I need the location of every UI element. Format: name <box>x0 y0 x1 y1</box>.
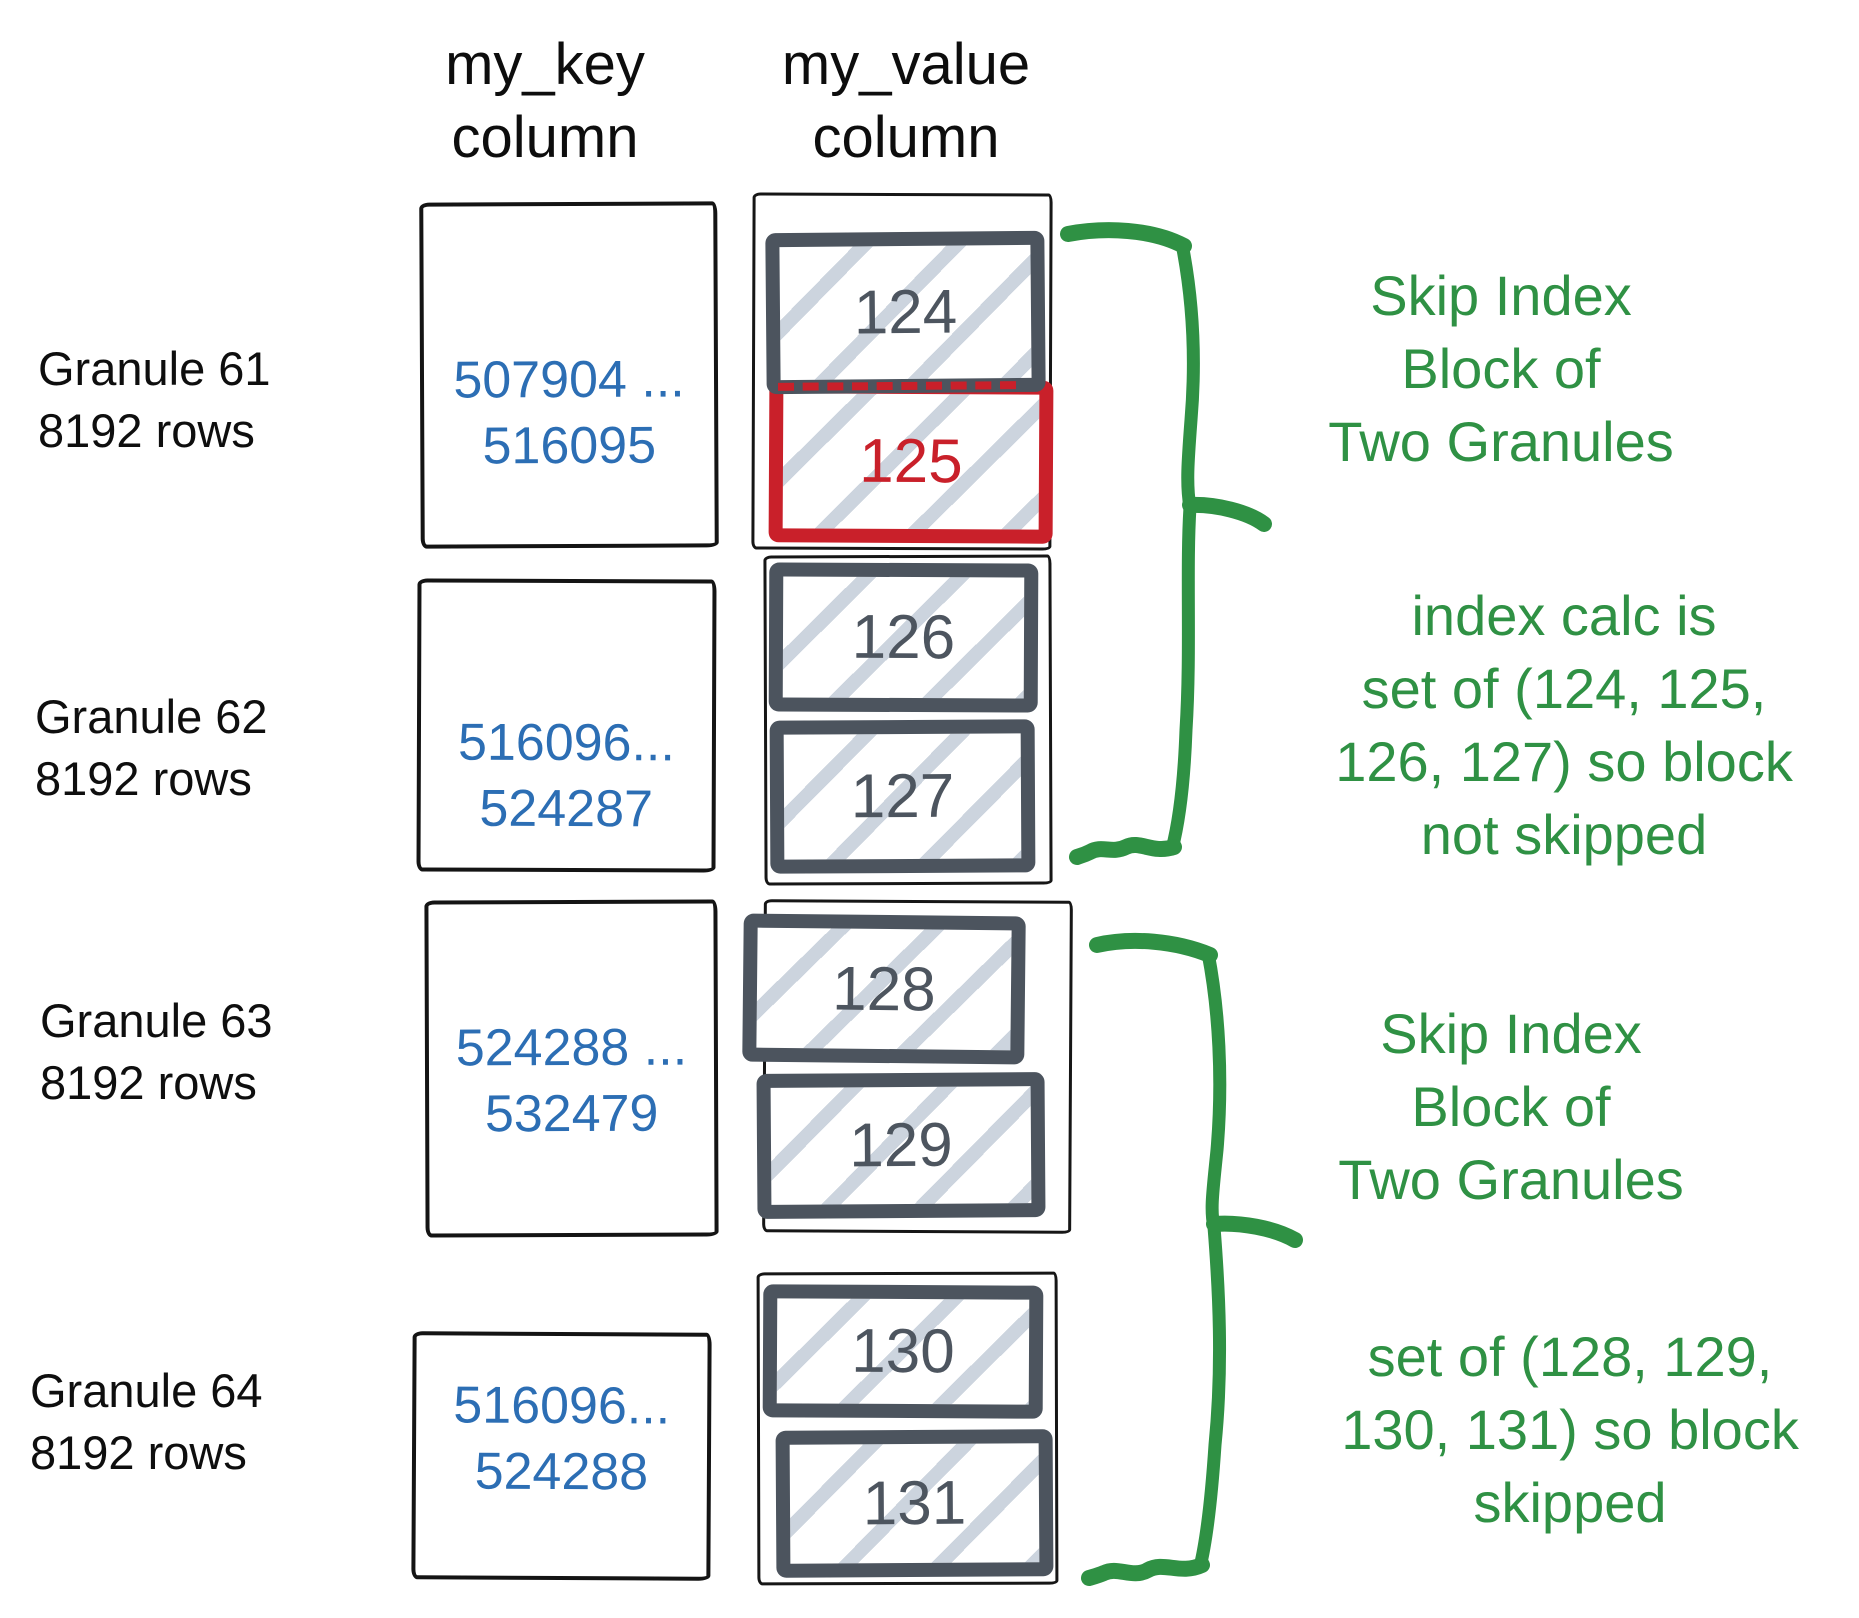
annotation-line: Two Granules <box>1328 410 1674 473</box>
my-value-column-header: my_value column <box>756 28 1056 174</box>
brace-icon-bottom-hook <box>1081 1557 1210 1586</box>
brace-icon-top-hook <box>1069 837 1182 865</box>
key-range-end: 524287 <box>479 779 654 839</box>
granule-63-label: Granule 63 8192 rows <box>40 990 273 1114</box>
value-block-126: 126 <box>768 562 1039 713</box>
brace-icon-top-bar <box>1060 222 1192 254</box>
annotation-line: set of (124, 125, <box>1361 657 1767 720</box>
my-key-column-header: my_key column <box>395 28 695 174</box>
key-range-start: 516096... <box>453 1376 671 1436</box>
value-block-128: 128 <box>742 913 1026 1065</box>
granule-name: Granule 63 <box>40 994 273 1047</box>
key-range: 507904 ... 516095 <box>424 346 715 479</box>
granule-64-label: Granule 64 8192 rows <box>30 1360 263 1484</box>
value-block-129: 129 <box>756 1071 1046 1220</box>
annotation-line: 126, 127) so block <box>1335 730 1793 793</box>
granule-rows: 8192 rows <box>38 404 255 457</box>
granule-61-label: Granule 61 8192 rows <box>38 338 271 462</box>
granule-name: Granule 61 <box>38 342 271 395</box>
annotation-line: index calc is <box>1411 584 1717 647</box>
annotation-line: Block of <box>1411 1075 1611 1138</box>
header-line: column <box>451 105 639 170</box>
annotation-skip-index-block-1: Skip Index Block of Two Granules <box>1201 259 1801 478</box>
header-line: my_key <box>445 32 645 97</box>
annotation-line: Skip Index <box>1380 1002 1642 1065</box>
red-dashed-edge <box>777 381 1017 391</box>
header-line: column <box>812 105 1000 170</box>
key-range: 516096... 524287 <box>421 709 712 842</box>
block-number: 127 <box>850 761 955 832</box>
key-box-granule-63: 524288 ... 532479 <box>424 899 719 1238</box>
annotation-line: Skip Index <box>1370 264 1632 327</box>
granule-name: Granule 64 <box>30 1364 263 1417</box>
annotation-not-skipped: index calc is set of (124, 125, 126, 127… <box>1284 579 1844 871</box>
key-box-granule-62: 516096... 524287 <box>416 578 717 873</box>
granule-name: Granule 62 <box>35 690 268 743</box>
annotation-line: skipped <box>1473 1471 1667 1534</box>
block-number: 130 <box>851 1316 955 1387</box>
brace-icon-bottom-cusp <box>1206 1215 1303 1248</box>
value-block-130: 130 <box>762 1284 1044 1419</box>
value-block-131: 131 <box>775 1429 1054 1578</box>
block-number: 131 <box>862 1468 967 1539</box>
key-range: 516096... 524288 <box>416 1372 708 1506</box>
annotation-skipped: set of (128, 129, 130, 131) so block ski… <box>1290 1320 1850 1539</box>
annotation-line: Block of <box>1401 337 1601 400</box>
value-block-127: 127 <box>769 719 1036 874</box>
granule-rows: 8192 rows <box>30 1426 247 1479</box>
key-range: 524288 ... 532479 <box>429 1015 714 1148</box>
block-number: 126 <box>851 602 956 673</box>
granule-rows: 8192 rows <box>40 1056 257 1109</box>
header-line: my_value <box>781 32 1031 97</box>
key-range-end: 532479 <box>484 1084 659 1144</box>
block-number: 125 <box>859 426 963 497</box>
annotation-line: 130, 131) so block <box>1341 1398 1799 1461</box>
key-box-granule-61: 507904 ... 516095 <box>419 201 719 549</box>
value-block-124: 124 <box>765 230 1046 395</box>
annotation-skip-index-block-2: Skip Index Block of Two Granules <box>1211 997 1811 1216</box>
annotation-line: not skipped <box>1420 803 1708 866</box>
annotation-line: Two Granules <box>1338 1148 1684 1211</box>
key-range-start: 524288 ... <box>455 1018 688 1078</box>
key-range-start: 516096... <box>457 713 675 773</box>
granule-rows: 8192 rows <box>35 752 252 805</box>
key-range-start: 507904 ... <box>453 350 685 410</box>
block-number: 128 <box>831 953 937 1025</box>
brace-icon-bottom-bar <box>1089 932 1218 963</box>
value-block-125-highlighted: 125 <box>768 379 1054 544</box>
key-box-granule-64: 516096... 524288 <box>411 1331 712 1581</box>
brace-icon-top-cusp <box>1182 496 1272 532</box>
block-number: 124 <box>853 277 958 348</box>
brace-icon-top-vertical <box>1165 237 1200 856</box>
annotation-line: set of (128, 129, <box>1367 1325 1773 1388</box>
block-number: 129 <box>849 1110 953 1181</box>
key-range-end: 524288 <box>474 1442 649 1502</box>
key-range-end: 516095 <box>482 416 657 476</box>
granule-62-label: Granule 62 8192 rows <box>35 686 268 810</box>
